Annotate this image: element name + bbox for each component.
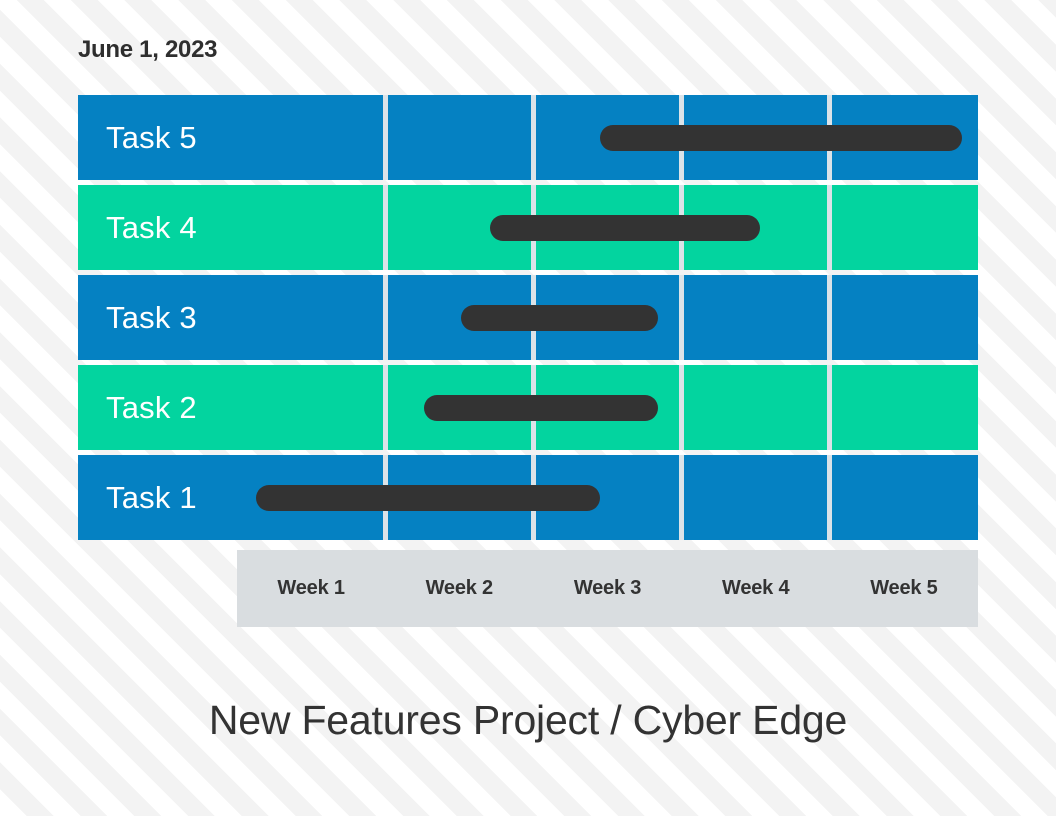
task-bar[interactable] [460,304,658,331]
column-divider [382,365,388,450]
task-label: Task 1 [106,479,197,515]
gantt-row[interactable]: Task 5 [78,95,978,180]
gantt-row[interactable]: Task 4 [78,185,978,270]
weeks-area [237,185,978,270]
task-bar[interactable] [423,394,658,421]
week-header-cell: Week 2 [425,577,494,599]
task-label-cell: Task 4 [78,185,237,270]
column-divider [679,275,685,360]
week-header-strip: Week 1 Week 2 Week 3 Week 4 Week 5 [237,550,978,627]
task-label-cell: Task 1 [78,455,237,540]
week-header-cell: Week 1 [277,577,345,599]
task-bar[interactable] [490,214,761,241]
chart-date-label: June 1, 2023 [78,36,218,63]
weeks-area [237,365,978,450]
gantt-row[interactable]: Task 1 [78,455,978,540]
gantt-grid: Task 5 Task 4 Task 3 Task 2 Task 1 [78,95,978,540]
column-divider [827,185,833,270]
column-divider [827,275,833,360]
column-divider [827,455,833,540]
gantt-row[interactable]: Task 3 [78,275,978,360]
task-label: Task 3 [106,299,197,335]
weeks-area [237,275,978,360]
column-divider [382,95,388,180]
column-divider [382,275,388,360]
task-label: Task 5 [106,119,197,155]
task-label: Task 4 [106,209,197,245]
task-label-cell: Task 5 [78,95,237,180]
week-header-cell: Week 3 [573,577,642,599]
weeks-area [237,95,978,180]
task-label: Task 2 [106,389,197,425]
task-bar[interactable] [256,484,601,511]
weeks-area [237,455,978,540]
column-divider [679,365,685,450]
column-divider [382,185,388,270]
column-divider [679,455,685,540]
week-header-cell: Week 5 [870,577,938,599]
task-label-cell: Task 3 [78,275,237,360]
task-label-cell: Task 2 [78,365,237,450]
gantt-row[interactable]: Task 2 [78,365,978,450]
project-title: New Features Project / Cyber Edge [208,697,848,743]
column-divider [827,365,833,450]
column-divider [530,95,536,180]
week-header-cell: Week 4 [722,577,790,599]
task-bar[interactable] [600,124,962,151]
